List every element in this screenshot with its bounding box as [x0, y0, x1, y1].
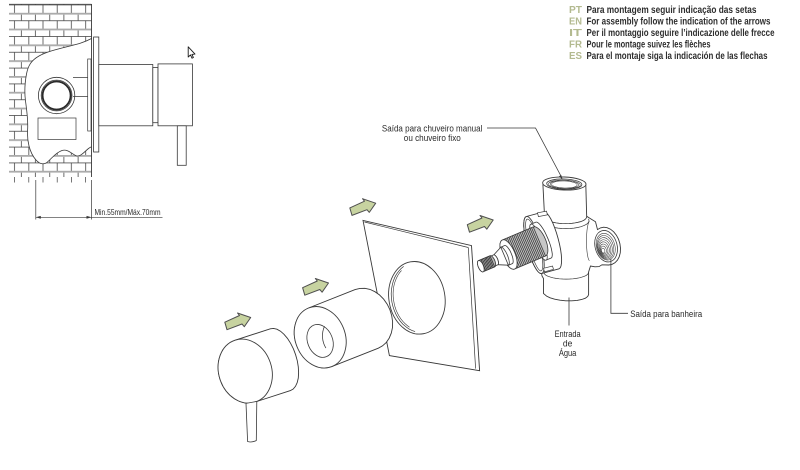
svg-text:FR: FR: [569, 40, 582, 51]
svg-text:Para montagem seguir indicação: Para montagem seguir indicação das setas: [587, 5, 757, 16]
svg-text:Água: Água: [559, 348, 577, 359]
svg-text:Saída para chuveiro manual: Saída para chuveiro manual: [382, 123, 483, 134]
svg-text:IT: IT: [569, 28, 582, 39]
svg-text:Min.55mm/Máx.70mm: Min.55mm/Máx.70mm: [95, 208, 161, 217]
svg-text:Per il montaggio seguire l’ind: Per il montaggio seguire l’indicazione d…: [587, 28, 775, 39]
svg-text:ES: ES: [569, 51, 582, 62]
svg-text:ou chuveiro fixo: ou chuveiro fixo: [404, 133, 461, 144]
svg-text:PT: PT: [569, 5, 582, 16]
svg-text:For assembly follow the indica: For assembly follow the indication of th…: [587, 16, 771, 27]
svg-text:Para el montaje siga la indica: Para el montaje siga la indicación de la…: [587, 51, 768, 62]
svg-text:de: de: [563, 339, 573, 350]
svg-text:Pour le montage suivez les flè: Pour le montage suivez les flèches: [587, 40, 711, 51]
svg-text:Entrada: Entrada: [555, 329, 582, 340]
svg-text:EN: EN: [569, 16, 582, 27]
svg-text:Saída para banheira: Saída para banheira: [630, 309, 703, 320]
